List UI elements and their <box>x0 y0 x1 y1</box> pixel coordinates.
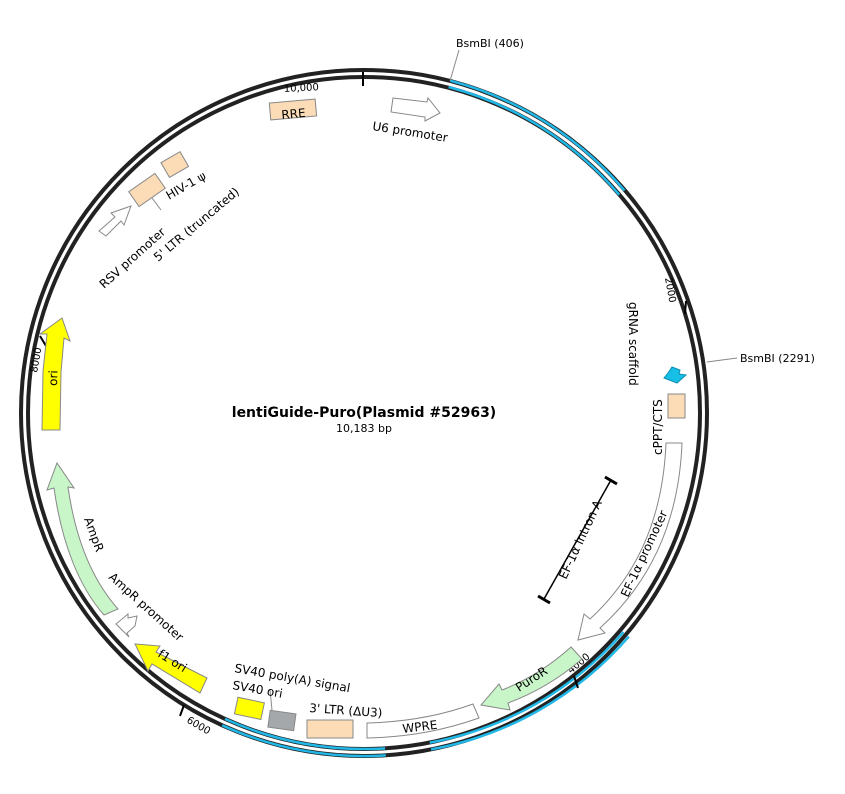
plasmid-name: lentiGuide-Puro(Plasmid #52963) <box>232 405 496 421</box>
tick-marks <box>39 72 687 717</box>
hiv1-psi-feature[interactable] <box>160 151 190 179</box>
wpre-feature[interactable] <box>366 703 480 739</box>
tick-8000 <box>39 335 47 347</box>
bsmbi2-label: BsmBI (2291) <box>740 352 815 365</box>
ltr3-label: 3' LTR (ΔU3) <box>309 701 383 720</box>
ampr-feature[interactable] <box>46 461 119 616</box>
sv40-ori-leader <box>269 689 273 711</box>
f1-ori-feature[interactable] <box>134 643 208 694</box>
ef1a-intron-cap-bottom <box>537 594 551 605</box>
ltr3-feature[interactable] <box>306 719 354 739</box>
grna-scaffold-arrow[interactable] <box>663 366 688 384</box>
bsmbi2-leader <box>706 357 738 363</box>
tick-2000 <box>684 300 687 315</box>
bsmbi1-leader <box>449 49 460 82</box>
ori-feature[interactable] <box>38 317 71 431</box>
ef1a-promoter-arrow[interactable] <box>577 442 683 641</box>
tick-6000 <box>179 704 185 717</box>
ltr5-leader <box>151 197 162 211</box>
rsv-promoter-arrow[interactable] <box>98 205 132 237</box>
highlight-segments <box>221 79 630 758</box>
rre-feature[interactable] <box>268 98 318 121</box>
ltr5-label: 5' LTR (truncated) <box>151 185 242 265</box>
ori-label: ori <box>46 370 61 386</box>
cppt-cts-feature[interactable] <box>667 393 686 419</box>
ampr-promoter-arrow[interactable] <box>115 612 138 638</box>
ef1a-intron-line[interactable] <box>543 479 612 600</box>
ef1a-intron-cap-top <box>604 475 618 486</box>
grna-scaffold-label: gRNA scaffold <box>626 302 640 386</box>
tick-label-10000: 10,000 <box>284 82 320 95</box>
ef1a-intron-label: EF-1α intron A <box>556 497 605 581</box>
bsmbi1-label: BsmBI (406) <box>456 37 524 50</box>
u6-promoter-label: U6 promoter <box>372 119 449 145</box>
puror-feature[interactable] <box>480 646 583 711</box>
tick-label-8000: 8000 <box>29 347 44 374</box>
ampr-label: AmpR <box>81 515 106 553</box>
rre-label: RRE <box>281 106 306 122</box>
u6-promoter-arrow[interactable] <box>390 96 441 122</box>
sv40-polya-feature[interactable] <box>233 696 265 721</box>
tick-label-2000: 2000 <box>662 277 677 304</box>
tick-4000 <box>573 675 579 689</box>
cppt-cts-label: cPPT/CTS <box>651 399 665 455</box>
ltr5-feature[interactable] <box>128 172 166 208</box>
sv40-ori-feature[interactable] <box>267 709 297 732</box>
plasmid-length: 10,183 bp <box>336 422 392 435</box>
ampr-promoter-label: AmpR promoter <box>106 570 186 644</box>
wpre-label: WPRE <box>402 718 438 736</box>
